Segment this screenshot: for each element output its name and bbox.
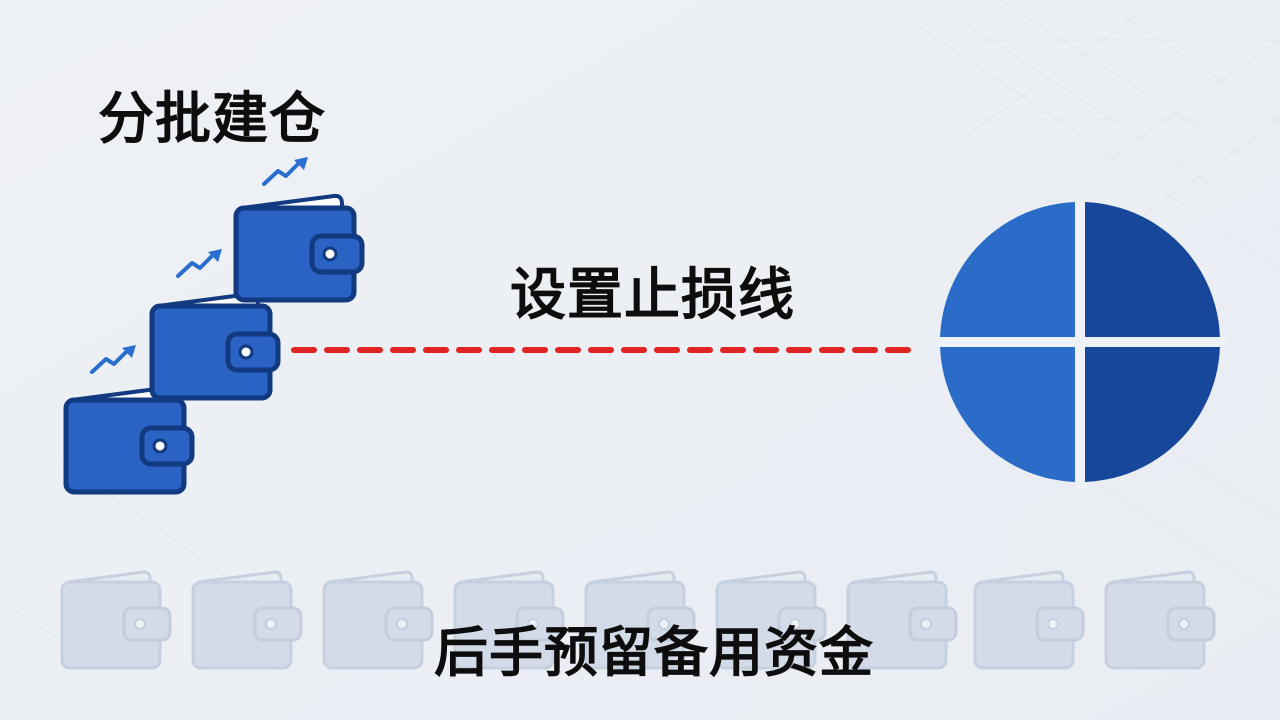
reserve-wallet-icon bbox=[715, 570, 827, 670]
stop-loss-title: 设置止损线 bbox=[510, 263, 795, 328]
stop-loss-dashed-line bbox=[291, 347, 919, 353]
reserve-wallet-icon bbox=[1104, 570, 1216, 670]
pie-chart-icon bbox=[934, 196, 1226, 488]
reserve-wallet-icon bbox=[584, 570, 696, 670]
reserve-funds-title: 后手预留备用资金 bbox=[434, 621, 874, 684]
reserve-wallet-icon bbox=[191, 570, 303, 670]
reserve-wallet-icon bbox=[846, 570, 958, 670]
trend-up-arrow-icon bbox=[90, 345, 136, 374]
reserve-wallet-icon bbox=[60, 570, 172, 670]
wallet-icon bbox=[63, 385, 195, 495]
batch-entry-title: 分批建仓 bbox=[98, 87, 326, 152]
reserve-wallet-row bbox=[58, 564, 1222, 684]
wallet-icon bbox=[233, 193, 365, 303]
reserve-wallet-icon bbox=[322, 570, 434, 670]
reserve-wallet-icon bbox=[453, 570, 565, 670]
trend-up-arrow-icon bbox=[262, 157, 308, 186]
wallet-icon bbox=[149, 291, 281, 401]
trend-up-arrow-icon bbox=[176, 249, 222, 278]
reserve-wallet-icon bbox=[973, 570, 1085, 670]
